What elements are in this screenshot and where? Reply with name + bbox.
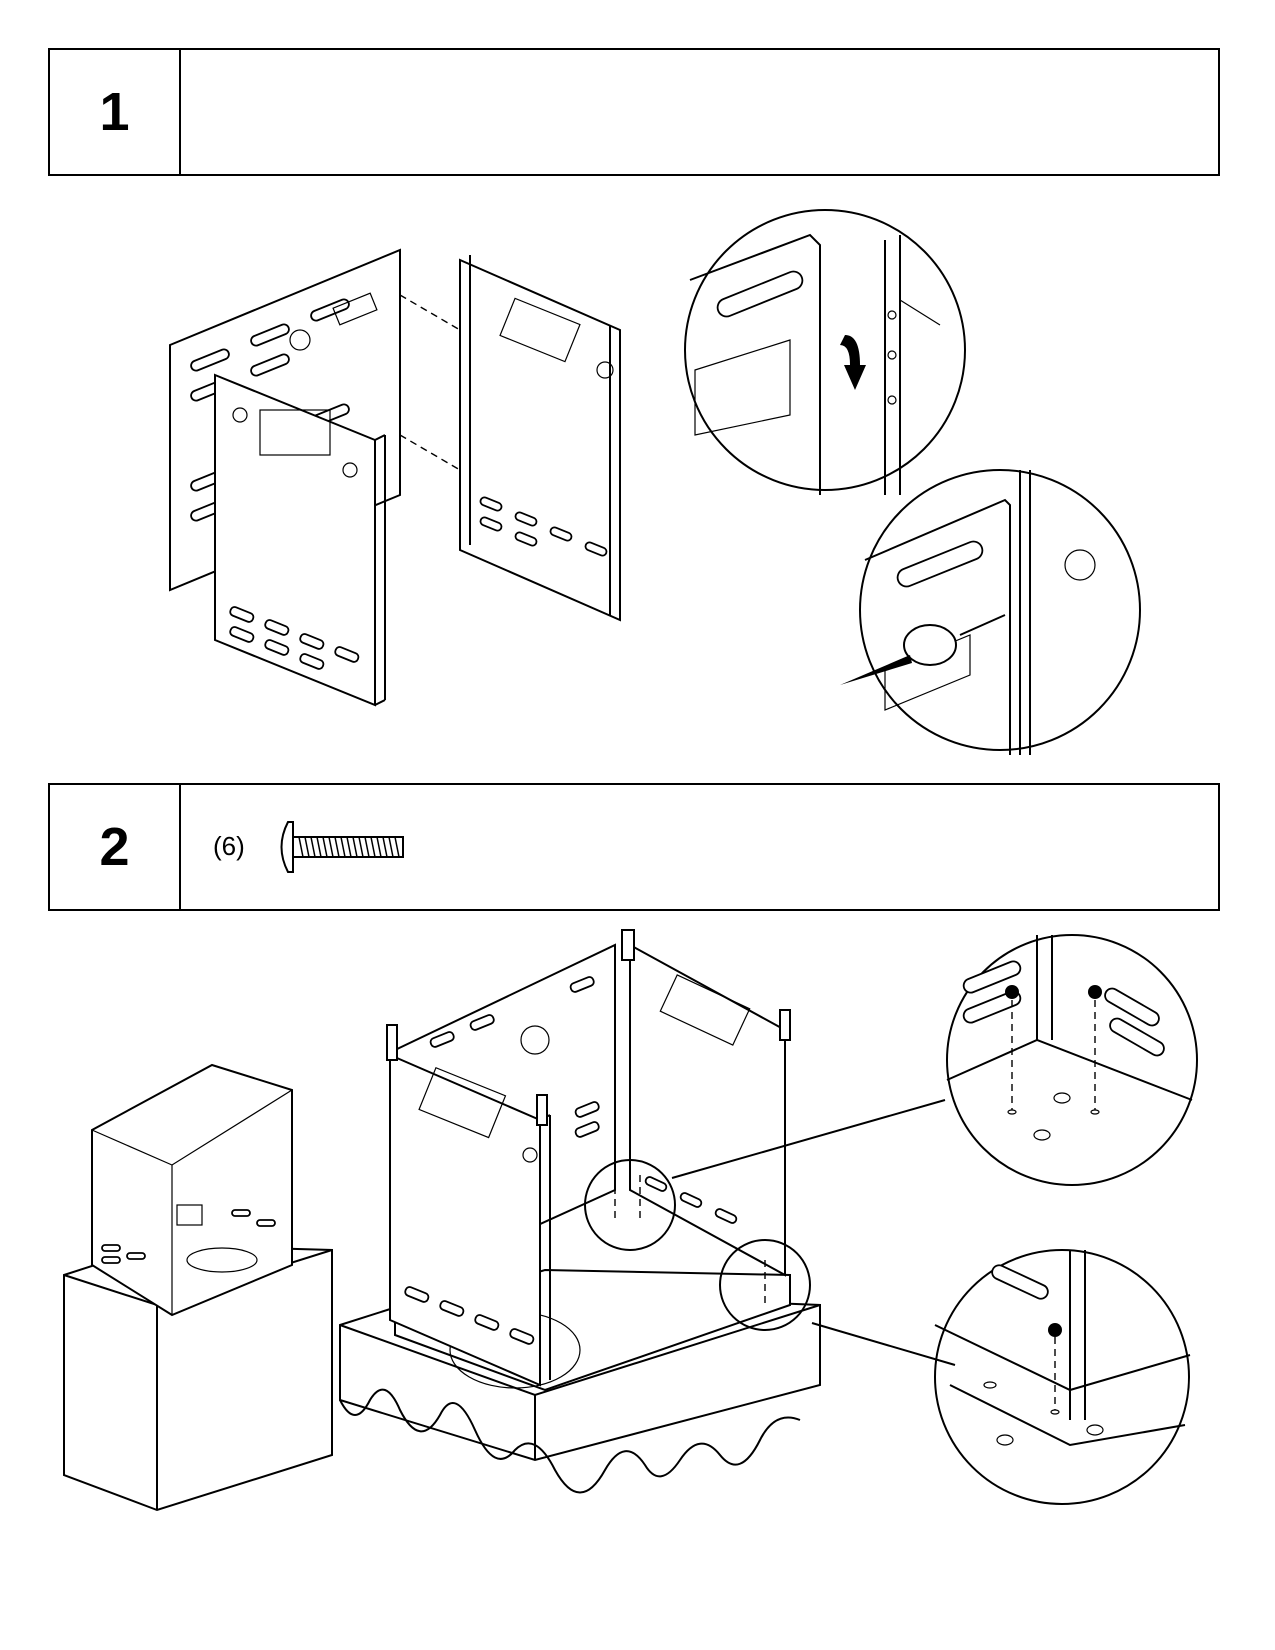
slots-small — [101, 1209, 276, 1264]
step-2-detail-top-circle — [946, 934, 1198, 1186]
step-2-number: 2 — [50, 785, 181, 909]
step-2-small-cabinet-on-box — [63, 1063, 333, 1512]
step-2-header: 2 (6) — [48, 783, 1220, 911]
step-2-detail-bottom-circle — [934, 1249, 1191, 1505]
slots-large — [404, 976, 738, 1345]
step-1-header: 1 — [48, 48, 1220, 176]
step-1-detail-hook-circle — [684, 209, 966, 495]
step-1-side-panels-illustration — [169, 248, 621, 707]
hardware-quantity: (6) — [213, 831, 245, 861]
step-2-hardware-area: (6) — [181, 785, 1218, 909]
screw-icon — [280, 821, 404, 873]
step-1-detail-screwdriver-circle — [840, 469, 1141, 755]
step-1-number: 1 — [50, 50, 181, 174]
step-2-main-cabinet-illustration — [339, 929, 821, 1494]
